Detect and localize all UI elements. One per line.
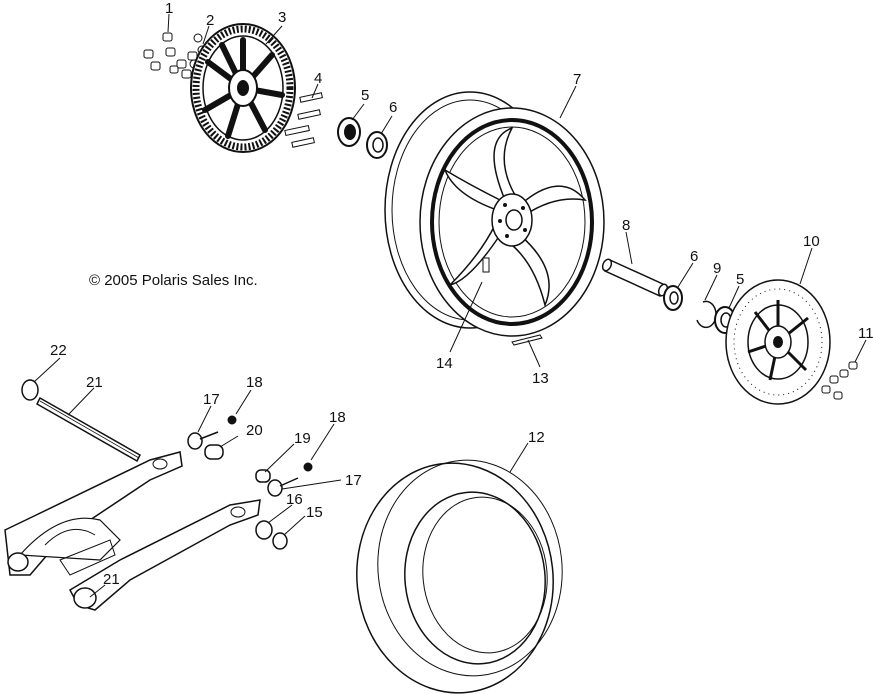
callout-8: 8 <box>622 217 630 234</box>
part-8-spacer-tube <box>601 258 669 297</box>
callout-17-lower: 17 <box>345 472 362 489</box>
callout-2: 2 <box>206 12 214 29</box>
copyright-text: © 2005 Polaris Sales Inc. <box>89 272 258 289</box>
callout-4: 4 <box>314 70 322 87</box>
leader-lines <box>33 13 867 598</box>
part-21-axle <box>36 396 141 463</box>
part-6-bearing-left <box>366 131 388 159</box>
callout-17-upper: 17 <box>203 391 220 408</box>
part-9-snap-ring <box>696 300 717 329</box>
callout-11: 11 <box>858 325 873 342</box>
callout-9: 9 <box>713 260 721 277</box>
callout-10: 10 <box>803 233 820 250</box>
callout-21-upper: 21 <box>86 374 103 391</box>
part-20-bushing <box>204 444 224 460</box>
part-11-disc-bolts <box>821 361 858 400</box>
callout-12: 12 <box>528 429 545 446</box>
callout-14: 14 <box>436 355 453 372</box>
part-16-adjuster <box>255 520 273 540</box>
part-15-nut <box>272 532 288 550</box>
part-14-valve-stem <box>482 257 490 273</box>
callout-1: 1 <box>165 0 173 17</box>
callout-20: 20 <box>246 422 263 439</box>
copyright-notice: © 2005 Polaris Sales Inc. <box>89 272 258 289</box>
part-1-nuts <box>143 32 198 79</box>
part-10-brake-disc <box>725 279 831 405</box>
callout-18-upper: 18 <box>246 374 263 391</box>
part-4-bolts <box>284 92 323 148</box>
part-3-sprocket <box>190 23 296 153</box>
part-5-seal-left <box>337 117 361 147</box>
callout-5-right: 5 <box>736 271 744 288</box>
part-22-axle-cap <box>21 379 39 401</box>
part-6-bearing-right <box>663 285 683 311</box>
callout-13: 13 <box>532 370 549 387</box>
callout-5-left: 5 <box>361 87 369 104</box>
part-17-washer-lower <box>267 477 299 497</box>
part-7-wheel-rim <box>384 91 605 337</box>
callout-7: 7 <box>573 71 581 88</box>
callout-3: 3 <box>278 9 286 26</box>
callout-labels: 1 2 3 4 5 6 7 8 6 9 5 10 11 14 13 22 21 … <box>50 0 873 588</box>
part-18-nut-upper <box>227 415 237 425</box>
part-19-spacer <box>255 469 271 483</box>
callout-15: 15 <box>306 504 323 521</box>
callout-6-left: 6 <box>389 99 397 116</box>
part-17-washer-upper <box>187 431 219 450</box>
callout-19: 19 <box>294 430 311 447</box>
part-12-tire <box>356 459 563 694</box>
callout-6-right: 6 <box>690 248 698 265</box>
callout-21-lower: 21 <box>103 571 120 588</box>
callout-18-lower: 18 <box>329 409 346 426</box>
part-18-nut-lower <box>303 462 313 472</box>
callout-16: 16 <box>286 491 303 508</box>
swingarm <box>4 451 261 611</box>
callout-22: 22 <box>50 342 67 359</box>
part-13-balance-weight <box>511 334 543 346</box>
